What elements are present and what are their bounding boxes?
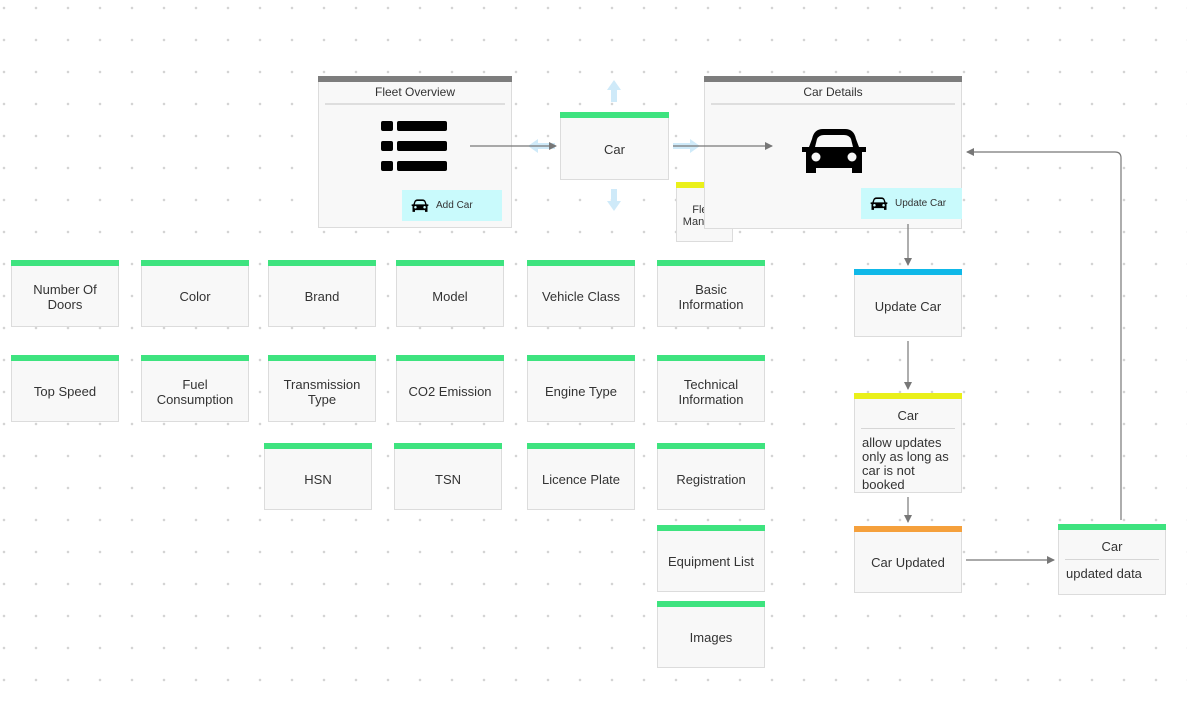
- car-icon: [411, 198, 429, 212]
- add-car-button[interactable]: Add Car: [402, 190, 502, 221]
- update-car-button-label: Update Car: [895, 198, 947, 209]
- attribute-label: Color: [179, 289, 211, 304]
- fleet-overview-title: Fleet Overview: [374, 85, 456, 99]
- car-aggregate-note[interactable]: Car: [560, 112, 669, 180]
- attribute-label: TSN: [435, 472, 461, 487]
- attribute-licence-plate[interactable]: Licence Plate: [527, 443, 635, 510]
- attribute-label: Model: [432, 289, 468, 304]
- entity-registration[interactable]: Registration: [657, 443, 765, 510]
- attribute-label: CO2 Emission: [408, 384, 492, 399]
- arrow-readmodel-to-details: [966, 148, 1122, 520]
- attribute-label: Number Of Doors: [33, 281, 97, 312]
- car-details-title: Car Details: [803, 85, 863, 99]
- entity-basic-information[interactable]: Basic Information: [657, 260, 765, 327]
- list-icon: [381, 121, 447, 171]
- attribute-label: Licence Plate: [541, 472, 621, 487]
- attribute-vehicle-class[interactable]: Vehicle Class: [527, 260, 635, 327]
- attribute-label: Equipment List: [668, 554, 754, 569]
- readmodel-divider: [1065, 559, 1159, 560]
- attribute-number-of-doors[interactable]: Number Of Doors: [11, 260, 119, 327]
- attribute-color[interactable]: Color: [141, 260, 249, 327]
- attribute-brand[interactable]: Brand: [268, 260, 376, 327]
- frame-divider: [325, 103, 505, 105]
- entity-equipment-list[interactable]: Equipment List: [657, 525, 765, 592]
- attribute-co2-emission[interactable]: CO2 Emission: [396, 355, 504, 422]
- attribute-label: Registration: [676, 472, 746, 487]
- drag-right-arrow[interactable]: [673, 139, 700, 153]
- command-label: Update Car: [874, 298, 942, 314]
- attribute-label: Technical Information: [678, 376, 744, 407]
- entity-technical-information[interactable]: Technical Information: [657, 355, 765, 422]
- frame-divider: [711, 103, 955, 105]
- attribute-label: Engine Type: [544, 384, 618, 399]
- car-aggregate-label: Car: [604, 141, 625, 157]
- car-readmodel-note[interactable]: Car updated data: [1058, 524, 1166, 595]
- attribute-hsn[interactable]: HSN: [264, 443, 372, 510]
- policy-divider: [861, 428, 955, 429]
- attribute-top-speed[interactable]: Top Speed: [11, 355, 119, 422]
- policy-body: allow updates only as long as car is not…: [862, 435, 949, 492]
- update-car-button[interactable]: Update Car: [861, 188, 962, 219]
- update-car-command[interactable]: Update Car: [854, 269, 962, 337]
- attribute-label: Images: [689, 630, 733, 645]
- drag-up-arrow[interactable]: [607, 80, 621, 102]
- car-updated-event[interactable]: Car Updated: [854, 526, 962, 593]
- attribute-tsn[interactable]: TSN: [394, 443, 502, 510]
- readmodel-body: updated data: [1066, 566, 1142, 581]
- car-icon: [870, 196, 888, 210]
- attribute-label: Basic Information: [678, 281, 744, 312]
- attribute-label: Top Speed: [33, 384, 97, 399]
- attribute-label: Fuel Consumption: [156, 376, 234, 407]
- event-label: Car Updated: [871, 555, 945, 570]
- car-details-frame[interactable]: Car Details Update Car: [704, 76, 962, 229]
- drag-down-arrow[interactable]: [607, 189, 621, 211]
- attribute-label: Brand: [304, 289, 340, 304]
- drag-left-arrow[interactable]: [528, 139, 555, 153]
- car-policy-note[interactable]: Car allow updates only as long as car is…: [854, 393, 962, 493]
- car-icon: [802, 129, 866, 173]
- add-car-label: Add Car: [436, 200, 473, 211]
- attribute-transmission-type[interactable]: Transmission Type: [268, 355, 376, 422]
- attribute-fuel-consumption[interactable]: Fuel Consumption: [141, 355, 249, 422]
- readmodel-title: Car: [1101, 539, 1123, 554]
- attribute-label: Transmission Type: [283, 376, 361, 407]
- attribute-label: Vehicle Class: [541, 289, 621, 304]
- attribute-label: HSN: [304, 472, 332, 487]
- attribute-engine-type[interactable]: Engine Type: [527, 355, 635, 422]
- attribute-model[interactable]: Model: [396, 260, 504, 327]
- entity-images[interactable]: Images: [657, 601, 765, 668]
- policy-title: Car: [897, 408, 919, 423]
- fleet-overview-frame[interactable]: Fleet Overview Add Car: [318, 76, 512, 228]
